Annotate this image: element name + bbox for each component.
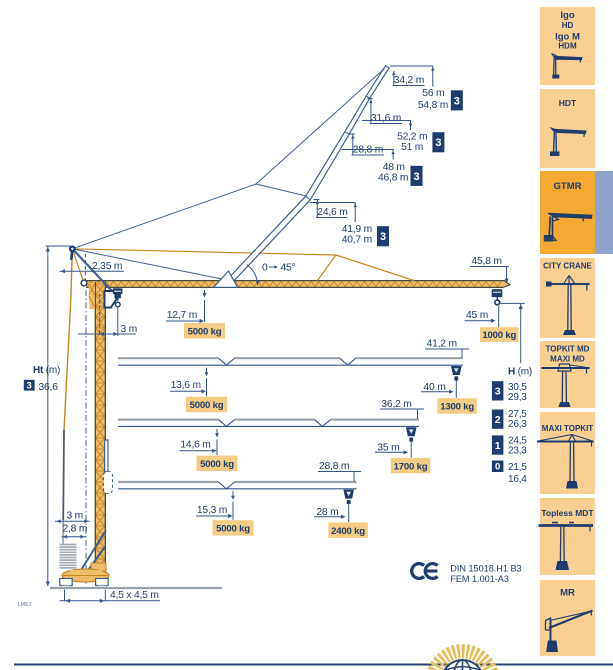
svg-text:52,2 m: 52,2 m <box>397 132 427 143</box>
svg-text:45°: 45° <box>281 263 296 274</box>
svg-text:56 m: 56 m <box>422 88 444 99</box>
svg-text:48 m: 48 m <box>383 162 405 173</box>
svg-text:36,2 m: 36,2 m <box>381 399 411 410</box>
svg-text:Igo M: Igo M <box>555 32 580 43</box>
svg-text:HDT: HDT <box>559 98 577 108</box>
svg-text:41,9 m: 41,9 m <box>342 224 372 235</box>
svg-text:36,6: 36,6 <box>39 382 59 393</box>
svg-text:MAXI MD: MAXI MD <box>550 355 585 364</box>
svg-text:40 m: 40 m <box>424 382 446 393</box>
svg-text:27,5: 27,5 <box>508 409 527 420</box>
svg-text:DIN 15018.H1 B3: DIN 15018.H1 B3 <box>450 564 521 574</box>
svg-text:MAXI TOPKIT: MAXI TOPKIT <box>542 424 594 433</box>
svg-text:CITY CRANE: CITY CRANE <box>543 262 592 271</box>
svg-text:H (m): H (m) <box>508 367 532 378</box>
svg-text:GTMR: GTMR <box>554 181 582 192</box>
svg-text:45,8 m: 45,8 m <box>472 256 502 267</box>
svg-text:0: 0 <box>495 462 500 473</box>
svg-text:3: 3 <box>413 171 419 183</box>
svg-text:15,3 m: 15,3 m <box>197 505 227 516</box>
svg-text:28 m: 28 m <box>316 507 338 518</box>
svg-text:3: 3 <box>454 95 460 107</box>
svg-text:40,7 m: 40,7 m <box>342 235 372 246</box>
svg-text:2: 2 <box>495 414 501 426</box>
svg-text:HD: HD <box>562 21 574 30</box>
svg-text:1700 kg: 1700 kg <box>394 461 428 472</box>
svg-text:5000 kg: 5000 kg <box>216 524 250 535</box>
svg-text:Ht (m): Ht (m) <box>33 365 60 376</box>
svg-text:1: 1 <box>495 440 501 452</box>
svg-text:34,2 m: 34,2 m <box>394 75 424 86</box>
svg-text:HDM: HDM <box>558 42 577 51</box>
svg-text:30,5: 30,5 <box>508 382 527 393</box>
svg-text:2400 kg: 2400 kg <box>331 526 365 537</box>
svg-text:5000 kg: 5000 kg <box>190 400 224 411</box>
svg-text:5000 kg: 5000 kg <box>200 459 234 470</box>
svg-text:14,6 m: 14,6 m <box>180 440 210 451</box>
svg-text:46,8 m: 46,8 m <box>378 173 408 184</box>
svg-text:45 m: 45 m <box>466 310 488 321</box>
svg-text:3: 3 <box>380 231 386 243</box>
svg-text:26,3: 26,3 <box>508 419 527 430</box>
svg-text:21,5: 21,5 <box>508 462 527 473</box>
svg-text:51 m: 51 m <box>401 142 423 153</box>
svg-text:28,8 m: 28,8 m <box>319 461 349 472</box>
svg-text:0: 0 <box>262 263 268 274</box>
svg-text:31,6 m: 31,6 m <box>371 113 401 124</box>
svg-text:23,3: 23,3 <box>508 445 527 456</box>
svg-text:TOPKIT MD: TOPKIT MD <box>546 345 590 354</box>
svg-text:35 m: 35 m <box>377 443 399 454</box>
svg-text:24,6 m: 24,6 m <box>317 207 347 218</box>
svg-text:1000 kg: 1000 kg <box>482 330 516 341</box>
svg-text:12,7 m: 12,7 m <box>167 310 197 321</box>
svg-text:5000 kg: 5000 kg <box>188 327 222 338</box>
svg-text:3 m: 3 m <box>121 324 138 335</box>
svg-text:16,4: 16,4 <box>508 474 527 485</box>
svg-text:29,3: 29,3 <box>508 392 527 403</box>
svg-text:3: 3 <box>435 137 441 149</box>
svg-text:13,6 m: 13,6 m <box>171 380 201 391</box>
svg-text:MR: MR <box>560 588 575 599</box>
svg-text:4,5 x 4,5 m: 4,5 x 4,5 m <box>110 590 159 601</box>
svg-text:Igo: Igo <box>560 10 574 21</box>
svg-text:41,2 m: 41,2 m <box>427 339 457 350</box>
svg-text:LMS 2: LMS 2 <box>18 602 32 608</box>
svg-text:54,8 m: 54,8 m <box>418 100 448 111</box>
svg-text:1300 kg: 1300 kg <box>440 402 474 413</box>
svg-text:FEM 1.001-A3: FEM 1.001-A3 <box>450 574 509 584</box>
svg-text:Topless MDT: Topless MDT <box>541 508 594 518</box>
svg-text:3: 3 <box>27 381 32 392</box>
svg-text:2,35 m: 2,35 m <box>92 261 122 272</box>
svg-text:2,8 m: 2,8 m <box>63 524 88 535</box>
svg-text:3 m: 3 m <box>67 511 84 522</box>
svg-text:24,5: 24,5 <box>508 436 527 447</box>
svg-text:3: 3 <box>495 386 501 398</box>
